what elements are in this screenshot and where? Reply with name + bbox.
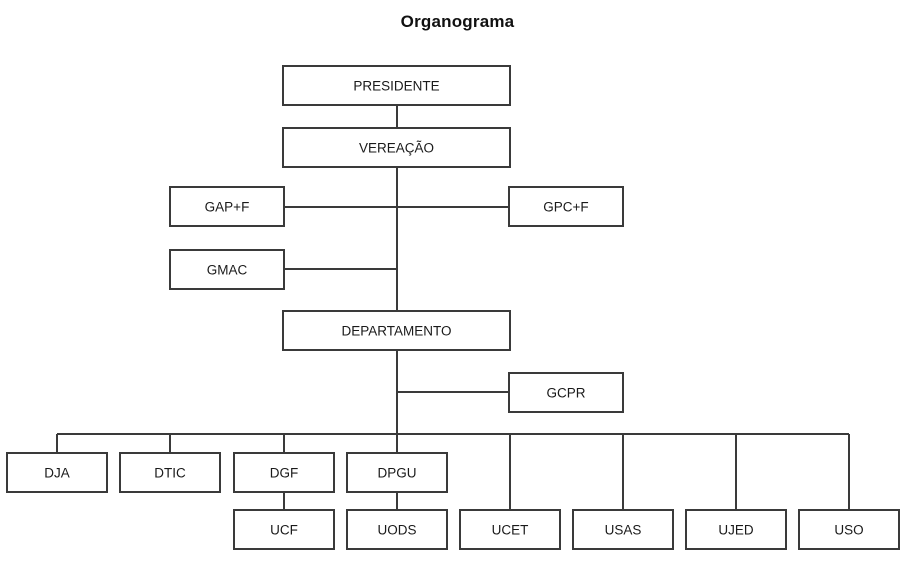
node-gcpr[interactable]: GCPR bbox=[508, 372, 624, 413]
node-box-dpgu bbox=[346, 452, 448, 493]
node-box-vereacao bbox=[282, 127, 511, 168]
node-box-presidente bbox=[282, 65, 511, 106]
node-departamento[interactable]: DEPARTAMENTO bbox=[282, 310, 511, 351]
node-label-ucet: UCET bbox=[492, 523, 529, 538]
page-title: Organograma bbox=[400, 12, 515, 31]
node-label-gcpr: GCPR bbox=[546, 386, 585, 401]
node-box-gpcf bbox=[508, 186, 624, 227]
node-label-dtic: DTIC bbox=[154, 466, 186, 481]
node-box-dja bbox=[6, 452, 108, 493]
node-uso[interactable]: USO bbox=[798, 509, 900, 550]
node-dgf[interactable]: DGF bbox=[233, 452, 335, 493]
node-box-uso bbox=[798, 509, 900, 550]
node-box-ujed bbox=[685, 509, 787, 550]
node-label-uso: USO bbox=[834, 523, 863, 538]
node-label-vereacao: VEREAÇÃO bbox=[359, 141, 434, 156]
node-presidente[interactable]: PRESIDENTE bbox=[282, 65, 511, 106]
node-label-ujed: UJED bbox=[718, 523, 754, 538]
node-box-usas bbox=[572, 509, 674, 550]
node-label-ucf: UCF bbox=[270, 523, 298, 538]
node-label-departamento: DEPARTAMENTO bbox=[341, 324, 451, 339]
node-box-gapf bbox=[169, 186, 285, 227]
node-dtic[interactable]: DTIC bbox=[119, 452, 221, 493]
node-dpgu[interactable]: DPGU bbox=[346, 452, 448, 493]
node-usas[interactable]: USAS bbox=[572, 509, 674, 550]
node-ucet[interactable]: UCET bbox=[459, 509, 561, 550]
node-box-departamento bbox=[282, 310, 511, 351]
node-label-gmac: GMAC bbox=[207, 263, 248, 278]
node-vereacao[interactable]: VEREAÇÃO bbox=[282, 127, 511, 168]
node-box-ucet bbox=[459, 509, 561, 550]
node-label-gapf: GAP+F bbox=[205, 200, 250, 215]
connector-group bbox=[56, 105, 850, 510]
node-gpcf[interactable]: GPC+F bbox=[508, 186, 624, 227]
node-box-dgf bbox=[233, 452, 335, 493]
node-ujed[interactable]: UJED bbox=[685, 509, 787, 550]
node-label-usas: USAS bbox=[605, 523, 642, 538]
node-gapf[interactable]: GAP+F bbox=[169, 186, 285, 227]
node-label-dja: DJA bbox=[44, 466, 70, 481]
node-box-uods bbox=[346, 509, 448, 550]
node-box-gmac bbox=[169, 249, 285, 290]
node-label-dgf: DGF bbox=[270, 466, 299, 481]
node-label-uods: UODS bbox=[377, 523, 416, 538]
node-ucf[interactable]: UCF bbox=[233, 509, 335, 550]
node-box-gcpr bbox=[508, 372, 624, 413]
node-box-dtic bbox=[119, 452, 221, 493]
node-gmac[interactable]: GMAC bbox=[169, 249, 285, 290]
node-label-gpcf: GPC+F bbox=[543, 200, 588, 215]
node-dja[interactable]: DJA bbox=[6, 452, 108, 493]
node-uods[interactable]: UODS bbox=[346, 509, 448, 550]
node-label-presidente: PRESIDENTE bbox=[353, 79, 439, 94]
node-label-dpgu: DPGU bbox=[377, 466, 416, 481]
node-box-ucf bbox=[233, 509, 335, 550]
